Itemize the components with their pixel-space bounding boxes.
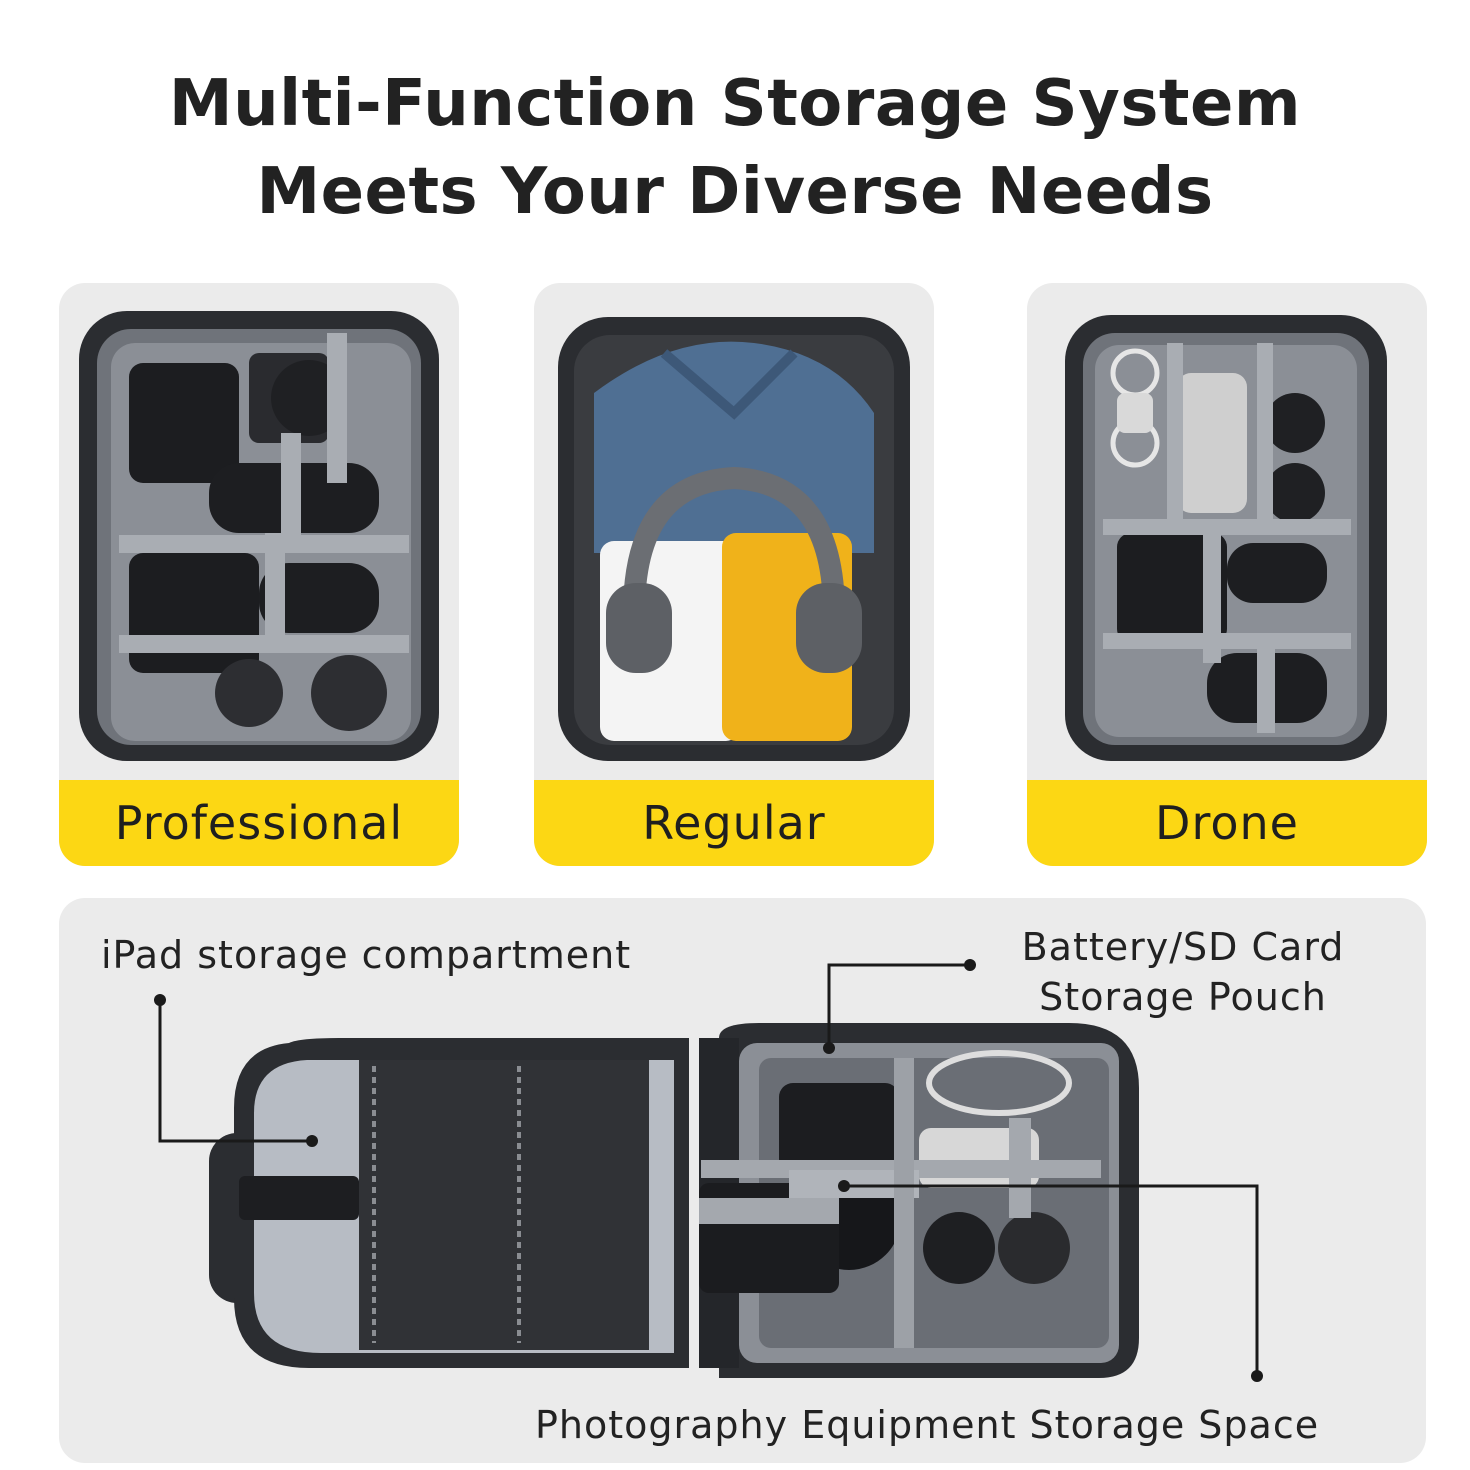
mode-card-professional: Professional — [59, 283, 459, 866]
mode-label: Professional — [59, 780, 459, 866]
headline-line-2: Meets Your Diverse Needs — [256, 155, 1214, 229]
callout-photo-storage: Photography Equipment Storage Space — [535, 1403, 1320, 1447]
callout-battery-sd-pouch: Battery/SD Card Storage Pouch — [1013, 922, 1353, 1022]
headline: Multi-Function Storage System Meets Your… — [0, 60, 1470, 236]
mode-card-drone: Drone — [1027, 283, 1427, 866]
mode-card-regular: Regular — [534, 283, 934, 866]
callout-battery-line-2: Storage Pouch — [1039, 975, 1327, 1019]
mode-label: Drone — [1027, 780, 1427, 866]
headline-line-1: Multi-Function Storage System — [168, 67, 1302, 141]
drone-gear-backpack-picture — [1065, 315, 1387, 761]
clothes-headphones-backpack-picture — [558, 317, 910, 761]
open-backpack-panel: iPad storage compartment Battery/SD Card… — [59, 898, 1426, 1463]
camera-gear-backpack-picture — [79, 311, 439, 761]
mode-label: Regular — [534, 780, 934, 866]
open-backpack-picture — [154, 959, 1263, 1382]
callout-ipad-compartment: iPad storage compartment — [101, 933, 632, 977]
callout-battery-line-1: Battery/SD Card — [1021, 925, 1345, 969]
